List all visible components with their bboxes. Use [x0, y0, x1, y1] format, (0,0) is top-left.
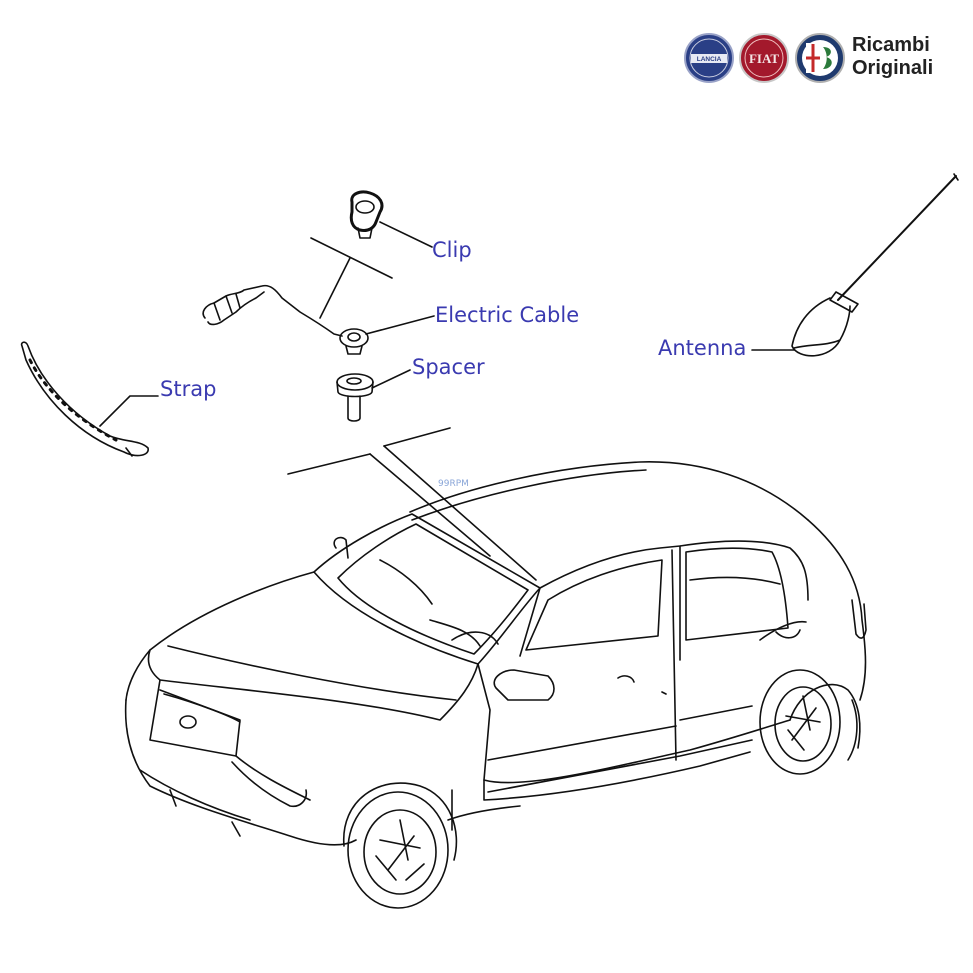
lancia-badge-text: LANCIA — [697, 56, 722, 63]
alfa-romeo-badge — [795, 33, 845, 83]
strap-label: Strap — [160, 377, 217, 401]
watermark: 99RPM — [438, 479, 469, 489]
brand-line-1: Ricambi — [852, 34, 930, 56]
clip-part — [349, 190, 433, 248]
electric-cable-part — [202, 284, 435, 355]
antenna-label: Antenna — [658, 336, 747, 360]
brand-wordmark: Ricambi Originali — [852, 34, 933, 80]
spacer-label: Spacer — [412, 355, 485, 379]
electric-cable-label: Electric Cable — [435, 303, 580, 327]
car-outline — [124, 461, 867, 909]
strap-part — [20, 341, 159, 457]
fiat-badge: FIAT — [739, 33, 789, 83]
leader-lines — [287, 237, 537, 581]
brand-line-2: Originali — [852, 57, 934, 79]
fiat-badge-text: FIAT — [749, 51, 779, 66]
lancia-badge: LANCIA — [684, 33, 734, 83]
spacer-part — [336, 369, 411, 422]
clip-label: Clip — [432, 238, 472, 262]
antenna-part — [751, 173, 959, 357]
